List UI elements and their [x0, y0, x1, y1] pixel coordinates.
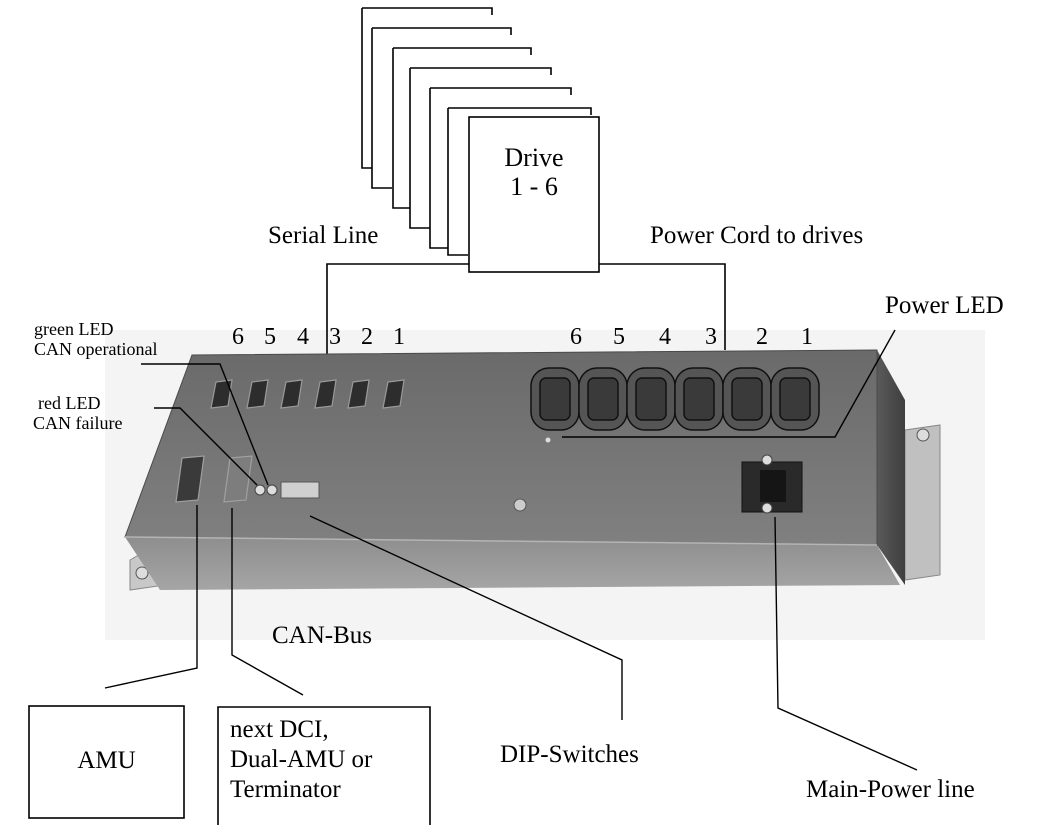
drive-stack — [361, 7, 600, 273]
serial-port-number: 3 — [329, 324, 341, 350]
next-dci-line1: next DCI, — [230, 716, 329, 743]
main-power-inlet — [741, 454, 803, 514]
serial-port-number: 1 — [393, 324, 405, 350]
power-port-number: 6 — [570, 324, 582, 350]
amu-box-label: AMU — [77, 747, 136, 774]
dip-switches-label: DIP-Switches — [500, 741, 639, 768]
green-led-label: green LED CAN operational — [34, 319, 157, 359]
power-port-number: 4 — [659, 324, 671, 350]
power-port-number: 2 — [756, 324, 768, 350]
can-ports — [175, 455, 253, 503]
power-port-number: 3 — [705, 324, 717, 350]
power-port-number: 1 — [801, 324, 813, 350]
serial-ports — [210, 379, 405, 409]
drive-label-line1: Drive — [504, 143, 564, 172]
serial-port-number: 4 — [297, 324, 309, 350]
serial-port-number: 2 — [361, 324, 373, 350]
red-led-label: red LED CAN failure — [33, 393, 123, 434]
amu-box — [28, 705, 185, 819]
red-led-line2: CAN failure — [33, 413, 123, 434]
status-leds — [254, 437, 551, 512]
serial-port-number: 6 — [232, 324, 244, 350]
next-dci-line2: Dual-AMU or — [230, 746, 373, 773]
bottom-boxes — [28, 705, 431, 825]
main-power-label: Main-Power line — [806, 776, 975, 803]
drive-box-label: Drive 1 - 6 — [470, 143, 598, 201]
power-port-number: 5 — [613, 324, 625, 350]
power-sockets — [530, 367, 820, 431]
red-led-line1: red LED — [38, 393, 101, 413]
serial-line-label: Serial Line — [268, 222, 379, 249]
green-led-line2: CAN operational — [34, 339, 158, 360]
can-bus-label: CAN-Bus — [272, 622, 373, 649]
power-led-label: Power LED — [885, 292, 1004, 319]
next-dci-box — [217, 706, 431, 825]
green-led-line1: green LED — [34, 319, 114, 339]
next-dci-line3: Terminator — [230, 776, 341, 803]
next-dci-box-label: next DCI, Dual-AMU or Terminator — [230, 715, 372, 805]
drive-label-line2: 1 - 6 — [510, 172, 558, 202]
serial-port-number: 5 — [264, 324, 276, 350]
connection-lines — [326, 263, 726, 355]
drive-box — [468, 116, 600, 273]
power-cord-label: Power Cord to drives — [650, 222, 864, 249]
dip-switch-block — [280, 481, 320, 499]
leader-lines — [104, 329, 918, 771]
